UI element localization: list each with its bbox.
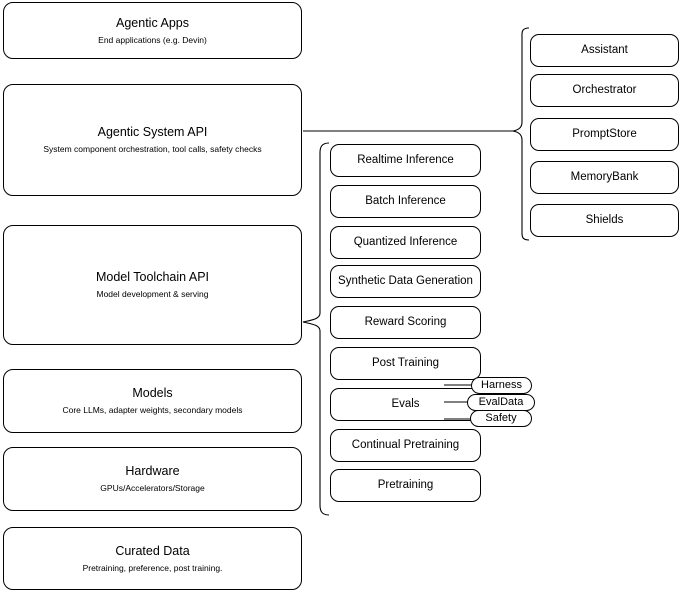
toolchain-item-label: Post Training <box>371 357 440 369</box>
layer-agentic-system-api[interactable]: Agentic System API System component orch… <box>3 84 302 196</box>
evals-badge-safety[interactable]: Safety <box>470 410 532 427</box>
toolchain-item-label: Batch Inference <box>365 195 446 207</box>
system-item-label: Shields <box>585 214 624 226</box>
evals-badge-evaldata[interactable]: EvalData <box>467 394 535 411</box>
layer-hardware[interactable]: Hardware GPUs/Accelerators/Storage <box>3 447 302 511</box>
layer-title: Hardware <box>125 464 180 478</box>
system-item-memorybank[interactable]: MemoryBank <box>530 161 679 194</box>
toolchain-item-reward-scoring[interactable]: Reward Scoring <box>330 306 481 339</box>
system-item-label: PromptStore <box>572 128 637 140</box>
toolchain-item-label: Pretraining <box>377 479 434 491</box>
toolchain-item-label: Continual Pretraining <box>351 439 460 451</box>
toolchain-item-label: Synthetic Data Generation <box>338 275 473 287</box>
bracket-toolchain-components <box>302 142 330 516</box>
toolchain-item-synthetic-data-generation[interactable]: Synthetic Data Generation <box>330 265 481 298</box>
layer-subtitle: Model development & serving <box>96 289 209 299</box>
system-item-shields[interactable]: Shields <box>530 204 679 237</box>
system-item-assistant[interactable]: Assistant <box>530 34 679 67</box>
toolchain-item-label: Quantized Inference <box>353 236 458 248</box>
toolchain-item-label: Evals <box>391 398 420 410</box>
layer-title: Models <box>132 386 173 400</box>
system-item-label: MemoryBank <box>570 171 639 183</box>
toolchain-item-batch-inference[interactable]: Batch Inference <box>330 185 481 218</box>
system-item-promptstore[interactable]: PromptStore <box>530 118 679 151</box>
layer-model-toolchain-api[interactable]: Model Toolchain API Model development & … <box>3 225 302 345</box>
system-item-label: Orchestrator <box>572 84 637 96</box>
toolchain-item-label: Realtime Inference <box>357 154 454 166</box>
toolchain-item-post-training[interactable]: Post Training <box>330 347 481 380</box>
toolchain-item-continual-pretraining[interactable]: Continual Pretraining <box>330 429 481 462</box>
layer-title: Curated Data <box>115 543 190 558</box>
layer-subtitle: End applications (e.g. Devin) <box>98 34 207 45</box>
layer-curated-data[interactable]: Curated Data Pretraining, preference, po… <box>3 527 302 590</box>
layer-models[interactable]: Models Core LLMs, adapter weights, secon… <box>3 369 302 433</box>
toolchain-item-evals[interactable]: Evals <box>330 388 481 421</box>
system-item-orchestrator[interactable]: Orchestrator <box>530 74 679 107</box>
toolchain-item-realtime-inference[interactable]: Realtime Inference <box>330 144 481 177</box>
bracket-system-components <box>512 27 530 241</box>
toolchain-item-quantized-inference[interactable]: Quantized Inference <box>330 226 481 259</box>
layer-subtitle: GPUs/Accelerators/Storage <box>100 483 205 493</box>
layer-subtitle: Core LLMs, adapter weights, secondary mo… <box>62 405 243 415</box>
toolchain-item-label: Reward Scoring <box>364 316 447 328</box>
evals-badge-harness[interactable]: Harness <box>471 377 532 394</box>
system-item-label: Assistant <box>581 44 628 56</box>
layer-subtitle: System component orchestration, tool cal… <box>43 144 262 154</box>
toolchain-item-pretraining[interactable]: Pretraining <box>330 469 481 502</box>
layer-subtitle: Pretraining, preference, post training. <box>82 562 223 573</box>
layer-title: Agentic Apps <box>116 15 189 30</box>
layer-agentic-apps[interactable]: Agentic Apps End applications (e.g. Devi… <box>3 2 302 59</box>
layer-title: Agentic System API <box>97 125 208 139</box>
layer-title: Model Toolchain API <box>95 270 210 284</box>
